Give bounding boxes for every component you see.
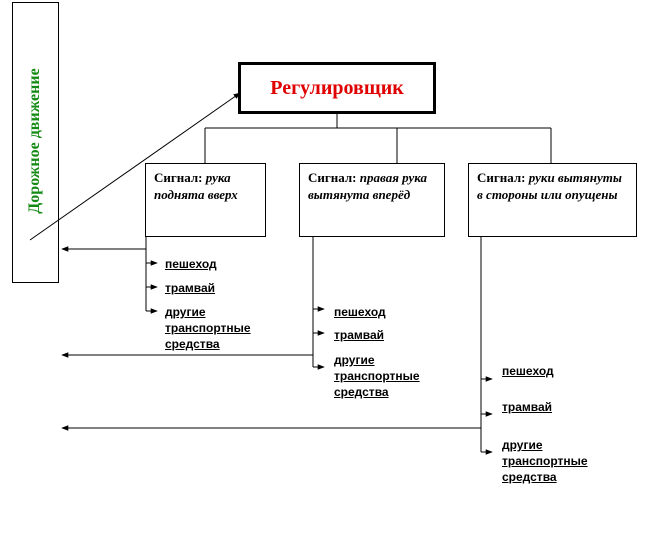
list-item: другие транспортные средства (165, 305, 251, 351)
list-item: трамвай (334, 328, 385, 342)
main-title-box: Регулировщик (238, 62, 436, 114)
list-item: трамвай (165, 281, 216, 295)
signal-desc: правая рука вытянута вперёд (308, 170, 428, 202)
signal-box-2: Сигнал: правая рука вытянута вперёд (299, 163, 445, 237)
list-item: другие транспортные средства (502, 438, 588, 484)
signal-label: Сигнал: (477, 170, 526, 185)
list-item: пешеход (165, 257, 217, 271)
signal-box-1: Сигнал: рука поднята вверх (145, 163, 266, 237)
list-item: пешеход (502, 364, 554, 378)
signal-desc: руки вытянуты в стороны или опущены (477, 170, 622, 202)
list-item: другие транспортные средства (334, 353, 420, 399)
signal-box-3: Сигнал: руки вытянуты в стороны или опущ… (468, 163, 637, 237)
list-item: трамвай (502, 400, 553, 414)
signal-label: Сигнал: (308, 170, 357, 185)
diagonal-arrow (29, 92, 241, 241)
main-title: Регулировщик (270, 76, 404, 99)
side-title: Дорожное движение (26, 68, 43, 214)
signal-desc: рука поднята вверх (154, 170, 238, 202)
list-item: пешеход (334, 305, 386, 319)
side-title-box (12, 2, 59, 283)
signal-label: Сигнал: (154, 170, 203, 185)
